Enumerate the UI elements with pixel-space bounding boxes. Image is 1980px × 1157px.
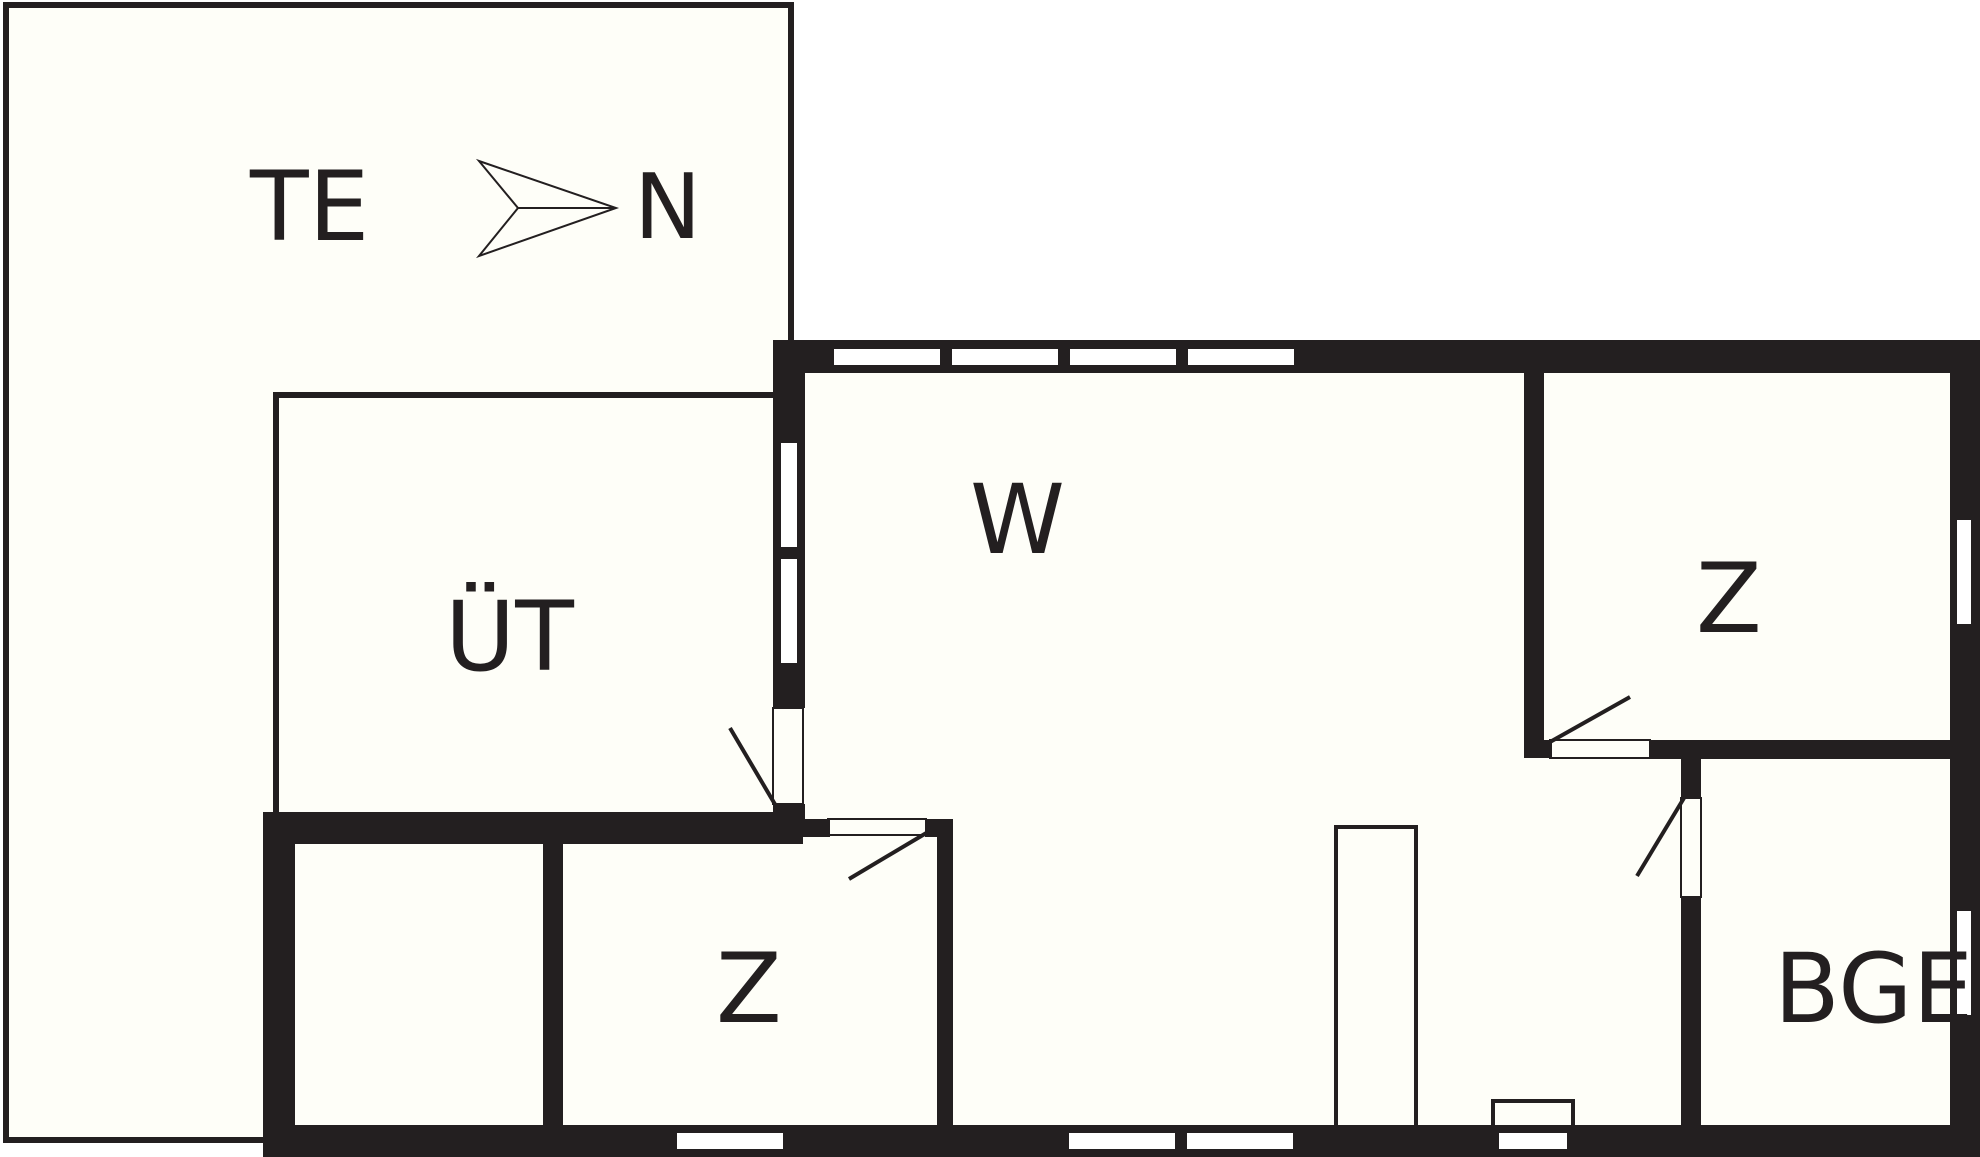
wall-bedroom-top-stub <box>800 819 830 837</box>
window-bottom-2 <box>1067 1131 1177 1151</box>
radiator-bottom <box>1491 1099 1575 1129</box>
window-left-1 <box>779 441 799 549</box>
wall-left-door-jamb <box>773 804 805 826</box>
window-bottom-1 <box>675 1131 785 1151</box>
doors <box>728 695 1702 898</box>
compass-north-label: N <box>634 155 701 260</box>
door-frame-bedroom-bottom <box>827 818 927 836</box>
north-arrow-icon <box>475 158 620 259</box>
room-label-terrace: TE <box>249 151 369 263</box>
window-right-2 <box>1955 909 1973 1017</box>
window-top-1 <box>832 347 942 367</box>
window-left-2 <box>779 557 799 665</box>
wall-bath-left-upper <box>1681 756 1701 798</box>
lower-left-block-fill <box>263 812 783 1157</box>
door-leaf-bedroom-bottom <box>847 830 930 881</box>
windows <box>675 347 1973 1151</box>
fixtures <box>1334 825 1575 1129</box>
door-opening-bedroom-right <box>1552 740 1650 759</box>
wall-living-bedroom <box>1524 370 1544 758</box>
window-top-4 <box>1186 347 1296 367</box>
door-opening-bath <box>1681 798 1701 897</box>
interior-walls <box>543 370 1950 1127</box>
kitchen-counter <box>1334 825 1418 1129</box>
room-label-entrance: ÜT <box>445 581 574 693</box>
exterior-walls <box>263 340 1980 1157</box>
window-bottom-3 <box>1185 1131 1295 1151</box>
wall-bedroom-living-lower <box>937 819 953 1127</box>
door-opening-entrance <box>773 708 805 804</box>
window-top-3 <box>1068 347 1178 367</box>
door-frame-entrance <box>772 707 804 805</box>
wall-entrance-bottom <box>263 812 803 844</box>
room-labels: TE ÜT W Z Z BGE <box>249 151 1973 1045</box>
door-frame-bath <box>1680 797 1702 898</box>
window-bottom-4 <box>1497 1131 1569 1151</box>
door-leaf-entrance <box>728 726 778 808</box>
room-label-living: W <box>970 464 1065 576</box>
door-leaf-bath <box>1635 796 1686 878</box>
door-frame-bedroom-right <box>1549 739 1651 759</box>
wall-bedroom-bath-horizontal <box>1650 740 1950 759</box>
wall-right <box>1950 340 1980 1157</box>
room-label-bedroom-right: Z <box>1696 543 1762 655</box>
door-openings <box>773 708 1701 897</box>
north-compass: N <box>475 155 701 260</box>
wall-left-lower <box>263 812 295 1157</box>
window-top-2 <box>950 347 1060 367</box>
door-opening-bedroom-bottom <box>830 819 925 837</box>
door-leaf-bedroom-right <box>1549 695 1631 744</box>
room-label-bedroom-bottom: Z <box>716 933 782 1045</box>
wall-bedroom-top-stub2 <box>925 819 953 837</box>
wall-bath-left-lower <box>1681 897 1701 1127</box>
entrance-area-outline <box>273 392 789 823</box>
wall-bedroom-door-jamb-small <box>1524 740 1552 758</box>
window-right-1 <box>1955 518 1973 626</box>
room-label-bathroom: BGE <box>1774 933 1973 1045</box>
wall-closet-divider <box>543 840 563 1127</box>
